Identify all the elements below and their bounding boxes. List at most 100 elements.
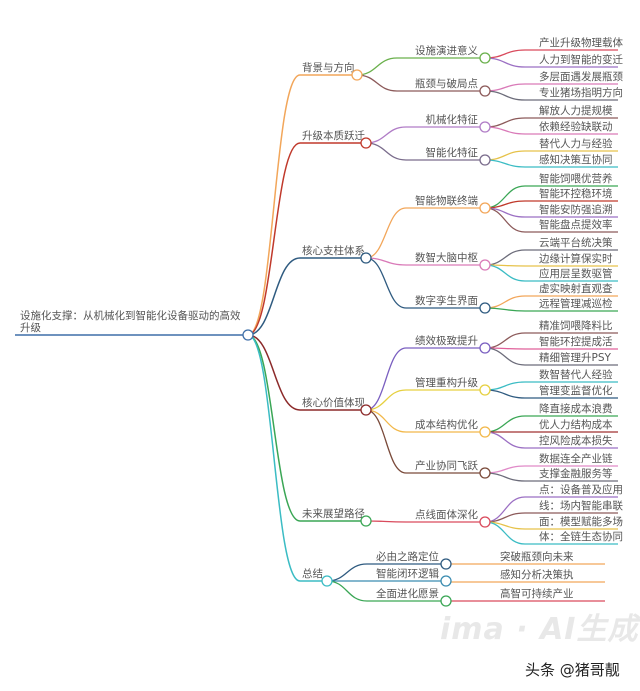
connector (365, 257, 407, 309)
leaf-topic[interactable]: 降直接成本浪费 (539, 402, 613, 415)
connector (484, 472, 526, 482)
root-title[interactable]: 设施化支撑：从机械化到智能化设备驱动的高效升级 (20, 310, 241, 334)
subtopic[interactable]: 必由之路定位 (376, 550, 439, 563)
ai-watermark: ima · AI生成 (440, 612, 639, 647)
connector (247, 74, 301, 336)
node-toggle[interactable] (360, 404, 372, 416)
leaf-topic[interactable]: 突破瓶颈向未来 (500, 550, 574, 563)
leaf-topic[interactable]: 解放人力提规模 (539, 104, 613, 117)
leaf-topic[interactable]: 精准饲喂降料比 (539, 319, 613, 332)
leaf-topic[interactable]: 点：设备普及应用 (539, 483, 623, 496)
connector (365, 347, 407, 411)
node-toggle[interactable] (440, 558, 452, 570)
connector (484, 381, 526, 391)
leaf-topic[interactable]: 高智可持续产业 (500, 587, 574, 600)
connector (484, 150, 526, 161)
node-toggle[interactable] (479, 384, 491, 396)
leaf-topic[interactable]: 优人力结构成本 (539, 418, 613, 431)
subtopic[interactable]: 瓶颈与破局点 (415, 77, 478, 90)
leaf-topic[interactable]: 面：模型赋能多场 (539, 515, 623, 528)
connector (484, 431, 526, 449)
leaf-topic[interactable]: 线：场内智能串联 (539, 499, 623, 512)
leaf-topic[interactable]: 替代人力与经验 (539, 137, 613, 150)
node-toggle[interactable] (321, 575, 333, 587)
leaf-topic[interactable]: 产业升级物理载体 (539, 36, 623, 49)
leaf-topic[interactable]: 智能饲喂优营养 (539, 172, 613, 185)
connector (484, 83, 526, 92)
node-toggle[interactable] (479, 467, 491, 479)
leaf-topic[interactable]: 专业猪场指明方向 (539, 86, 623, 99)
leaf-topic[interactable]: 人力到智能的变迁 (539, 53, 623, 66)
connector (247, 334, 301, 522)
branch-topic[interactable]: 升级本质跃迁 (302, 129, 365, 142)
node-toggle[interactable] (479, 52, 491, 64)
leaf-topic[interactable]: 体：全链生态协同 (539, 530, 623, 543)
node-toggle[interactable] (440, 595, 452, 607)
node-toggle[interactable] (479, 202, 491, 214)
leaf-topic[interactable]: 远程管理减巡检 (539, 297, 613, 310)
connector (365, 207, 407, 259)
subtopic[interactable]: 智能化特征 (426, 146, 479, 159)
author-credit: 头条 @猪哥靓 (522, 660, 623, 680)
node-toggle[interactable] (360, 137, 372, 149)
leaf-topic[interactable]: 多层面遇发展瓶颈 (539, 70, 623, 83)
node-toggle[interactable] (479, 342, 491, 354)
subtopic[interactable]: 全面进化愿景 (376, 587, 439, 600)
leaf-topic[interactable]: 依赖经验缺联动 (539, 120, 613, 133)
node-toggle[interactable] (479, 259, 491, 271)
leaf-topic[interactable]: 智能环控提成活 (539, 335, 613, 348)
node-toggle[interactable] (479, 121, 491, 133)
leaf-topic[interactable]: 控风险成本损失 (539, 434, 613, 447)
leaf-topic[interactable]: 感知决策互协同 (539, 153, 613, 166)
leaf-topic[interactable]: 边缘计算保实时 (539, 252, 613, 265)
leaf-topic[interactable]: 智能盘点提效率 (539, 218, 613, 231)
node-toggle[interactable] (479, 516, 491, 528)
leaf-topic[interactable]: 精细管理升PSY (539, 351, 611, 364)
connector (484, 57, 526, 68)
subtopic[interactable]: 设施演进意义 (415, 44, 478, 57)
subtopic[interactable]: 产业协同飞跃 (415, 459, 478, 472)
connector (326, 563, 368, 582)
connector (365, 520, 407, 523)
leaf-topic[interactable]: 数据连全产业链 (539, 452, 613, 465)
branch-topic[interactable]: 背景与方向 (302, 61, 355, 74)
leaf-topic[interactable]: 云端平台统决策 (539, 236, 613, 249)
leaf-topic[interactable]: 感知分析决策执 (500, 568, 574, 581)
leaf-topic[interactable]: 管理变监督优化 (539, 384, 613, 397)
subtopic[interactable]: 管理重构升级 (415, 376, 478, 389)
leaf-topic[interactable]: 智能安防强追溯 (539, 203, 613, 216)
connector (356, 57, 398, 76)
subtopic[interactable]: 智能物联终端 (415, 194, 478, 207)
leaf-topic[interactable]: 支撑金融服务等 (539, 467, 613, 480)
connector (247, 257, 301, 336)
subtopic[interactable]: 数智大脑中枢 (415, 251, 478, 264)
branch-topic[interactable]: 总结 (302, 567, 323, 580)
subtopic[interactable]: 智能闭环逻辑 (376, 567, 439, 580)
node-toggle[interactable] (440, 575, 452, 587)
connector (484, 347, 526, 366)
branch-topic[interactable]: 核心价值体现 (302, 396, 365, 409)
connector (484, 49, 526, 59)
node-toggle[interactable] (242, 329, 254, 341)
node-toggle[interactable] (479, 302, 491, 314)
subtopic[interactable]: 点线面体深化 (415, 508, 478, 521)
leaf-topic[interactable]: 虚实映射直观查 (539, 282, 613, 295)
leaf-topic[interactable]: 数智替代人经验 (539, 368, 613, 381)
leaf-topic[interactable]: 应用层呈数驱管 (539, 267, 613, 280)
connector (484, 117, 526, 128)
subtopic[interactable]: 成本结构优化 (415, 418, 478, 431)
node-toggle[interactable] (360, 515, 372, 527)
node-toggle[interactable] (479, 154, 491, 166)
branch-topic[interactable]: 未来展望路径 (302, 507, 365, 520)
subtopic[interactable]: 机械化特征 (426, 113, 479, 126)
node-toggle[interactable] (479, 85, 491, 97)
subtopic[interactable]: 绩效极致提升 (415, 334, 478, 347)
node-toggle[interactable] (351, 69, 363, 81)
node-toggle[interactable] (479, 426, 491, 438)
connector (484, 126, 526, 135)
branch-topic[interactable]: 核心支柱体系 (302, 244, 365, 257)
leaf-topic[interactable]: 智能环控稳环境 (539, 187, 613, 200)
connector (247, 334, 301, 582)
subtopic[interactable]: 数字孪生界面 (415, 294, 478, 307)
node-toggle[interactable] (360, 252, 372, 264)
